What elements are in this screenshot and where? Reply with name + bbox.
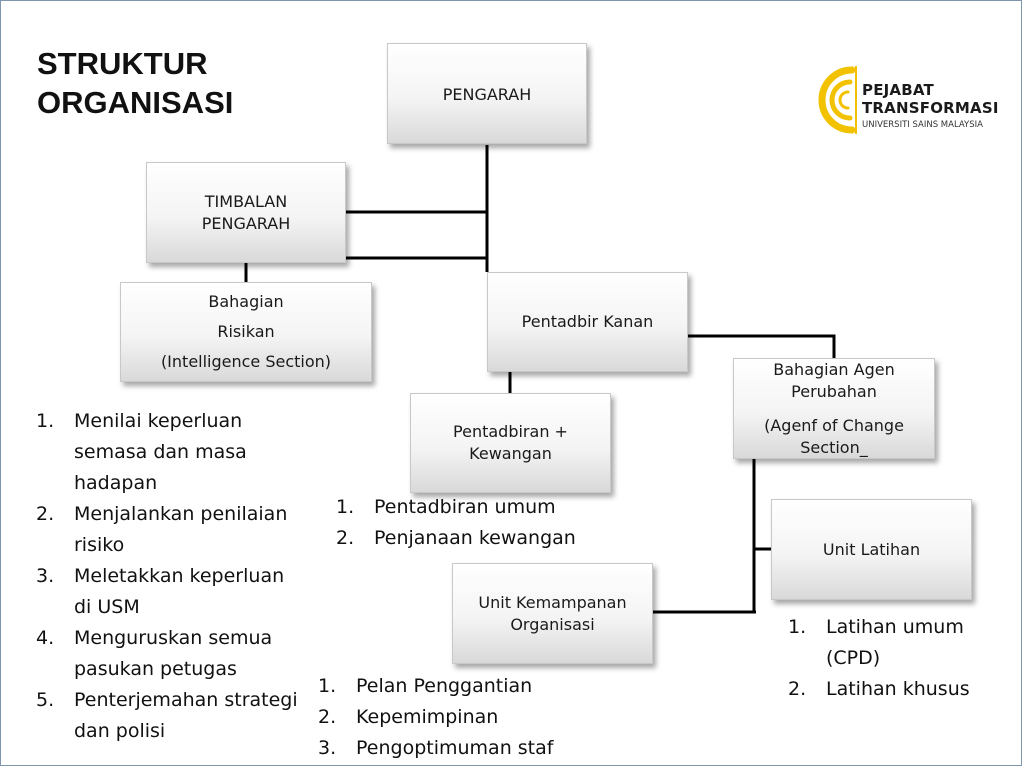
- list-item: 3.Meletakkan keperluan di USM: [36, 565, 285, 618]
- box-risikan-line-3: (Intelligence Section): [160, 352, 332, 371]
- list-item: 5.Penterjemahan strategi dan polisi: [36, 689, 298, 742]
- box-pentadbir-kanan: Pentadbir Kanan: [487, 272, 688, 372]
- list-item: 4.Menguruskan semua pasukan petugas: [36, 627, 273, 680]
- box-agen-line-1: Bahagian Agen: [773, 360, 895, 379]
- box-agen-line-4: Section_: [800, 438, 868, 457]
- title-line-1: STRUKTUR: [37, 46, 208, 81]
- box-unit-latihan: Unit Latihan: [771, 499, 972, 600]
- box-agen-line-2: Perubahan: [791, 382, 877, 401]
- title-line-2: ORGANISASI: [37, 85, 234, 120]
- list-item: 1.Pelan Penggantian: [318, 675, 533, 697]
- list-item: 1.Menilai keperluan semasa dan masa hada…: [36, 410, 247, 494]
- list-pentadbiran-tasks: 1.Pentadbiran umum 2.Penjanaan kewangan: [336, 492, 616, 554]
- box-kemampanan-line-1: Unit Kemampanan: [478, 592, 627, 612]
- list-item: 2.Menjalankan penilaian risiko: [36, 503, 288, 556]
- slide-title: STRUKTUR ORGANISASI: [37, 44, 233, 122]
- list-item: 2.Latihan khusus: [788, 678, 970, 700]
- box-pentadbiran-line-2: Kewangan: [469, 444, 552, 463]
- logo-emblem-icon: [818, 66, 857, 134]
- logo-text-line-1: PEJABAT: [862, 81, 934, 99]
- box-kemampanan-line-2: Organisasi: [510, 614, 595, 634]
- list-item: 2.Penjanaan kewangan: [336, 527, 576, 549]
- box-timbalan-pengarah: TIMBALAN PENGARAH: [146, 162, 346, 263]
- box-timbalan-line-2: PENGARAH: [201, 213, 291, 233]
- box-latihan-label: Unit Latihan: [822, 539, 921, 559]
- list-item: 1.Pentadbiran umum: [336, 496, 556, 518]
- logo-text-line-3: UNIVERSITI SAINS MALAYSIA: [862, 120, 983, 130]
- box-pentadbiran-line-1: Pentadbiran +: [453, 422, 568, 441]
- box-bahagian-risikan: Bahagian Risikan (Intelligence Section): [120, 282, 372, 382]
- list-item: 1.Latihan umum (CPD): [788, 616, 964, 669]
- list-kemampanan-tasks: 1.Pelan Penggantian 2.Kepemimpinan 3.Pen…: [318, 671, 598, 764]
- box-agen-line-3: (Agenf of Change: [764, 416, 904, 435]
- pejabat-transformasi-logo: PEJABAT TRANSFORMASI UNIVERSITI SAINS MA…: [812, 62, 1002, 138]
- logo-text-line-2: TRANSFORMASI: [862, 99, 999, 117]
- box-bahagian-agen-perubahan: Bahagian Agen Perubahan (Agenf of Change…: [733, 358, 935, 459]
- list-item: 2.Kepemimpinan: [318, 706, 499, 728]
- box-unit-kemampanan: Unit Kemampanan Organisasi: [452, 563, 653, 664]
- box-pentadbir-kanan-label: Pentadbir Kanan: [521, 312, 654, 331]
- box-timbalan-line-1: TIMBALAN: [204, 191, 288, 211]
- box-risikan-line-2: Risikan: [217, 322, 275, 341]
- box-pengarah: PENGARAH: [387, 43, 587, 144]
- box-pentadbiran-kewangan: Pentadbiran + Kewangan: [410, 393, 611, 493]
- box-pengarah-label: PENGARAH: [442, 85, 532, 104]
- list-item: 3.Pengoptimuman staf: [318, 737, 554, 759]
- list-risikan-tasks: 1.Menilai keperluan semasa dan masa hada…: [36, 406, 298, 747]
- list-latihan-tasks: 1.Latihan umum (CPD) 2.Latihan khusus: [788, 612, 988, 705]
- box-risikan-line-1: Bahagian: [208, 292, 284, 311]
